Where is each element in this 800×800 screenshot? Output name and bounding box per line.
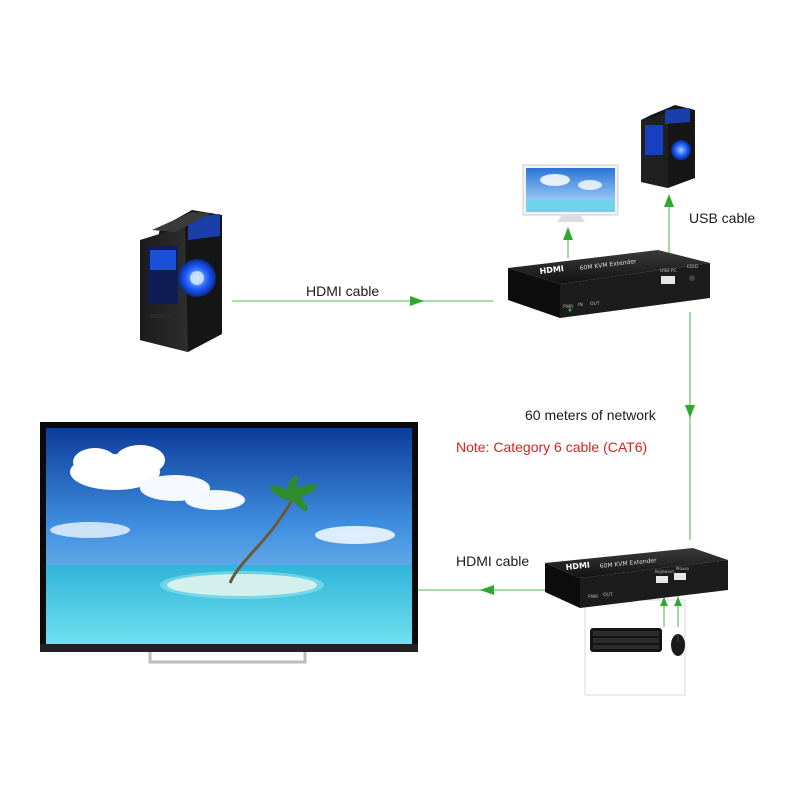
tx-port-pwr: PWR <box>563 304 573 310</box>
keyboard-port <box>656 576 668 583</box>
pc-tower-icon <box>641 105 695 188</box>
arrow-right-hdmi-top <box>410 296 424 306</box>
rx-port-out: OUT <box>603 592 613 598</box>
tx-port-edid: EDID <box>687 264 699 270</box>
arrow-down-network <box>685 405 695 418</box>
kvm-receiver-icon: HDMI 60M KVM Extender PWR OUT Keyboard M… <box>545 548 728 608</box>
pc-tower-icon <box>140 210 222 352</box>
keyboard-icon <box>590 628 662 652</box>
rx-port-mouse: Mouse <box>676 566 690 571</box>
arrows <box>410 194 695 606</box>
usb-cable-label: USB cable <box>689 210 756 226</box>
rx-port-keyboard: Keyboard <box>655 569 674 574</box>
rx-port-pwr: PWR <box>588 594 598 600</box>
network-length-label: 60 meters of network <box>525 407 656 423</box>
cable-note-label: Note: Category 6 cable (CAT6) <box>456 439 648 455</box>
arrow-up-monitor <box>563 227 573 240</box>
arrow-up-usb <box>664 194 674 207</box>
monitor-icon <box>522 164 619 222</box>
arrow-up-keyboard <box>660 597 668 606</box>
mouse-icon <box>671 634 685 656</box>
tx-port-usb: USB-PC <box>660 268 677 274</box>
kvm-transmitter-icon: HDMI 60M KVM Extender PWR IN OUT USB-PC … <box>508 250 710 318</box>
usb-port <box>661 276 675 284</box>
tx-port-out: OUT <box>590 301 600 307</box>
arrow-left-hdmi-bottom <box>480 585 494 595</box>
tv-icon <box>40 422 418 664</box>
tx-brand: HDMI <box>539 264 564 276</box>
rx-brand: HDMI <box>565 560 590 571</box>
mouse-port <box>674 573 686 580</box>
arrow-up-mouse <box>674 597 682 606</box>
tx-port-in: IN <box>578 302 583 308</box>
hdmi-cable-bottom-label: HDMI cable <box>456 553 530 569</box>
hdmi-cable-top-label: HDMI cable <box>306 283 380 299</box>
